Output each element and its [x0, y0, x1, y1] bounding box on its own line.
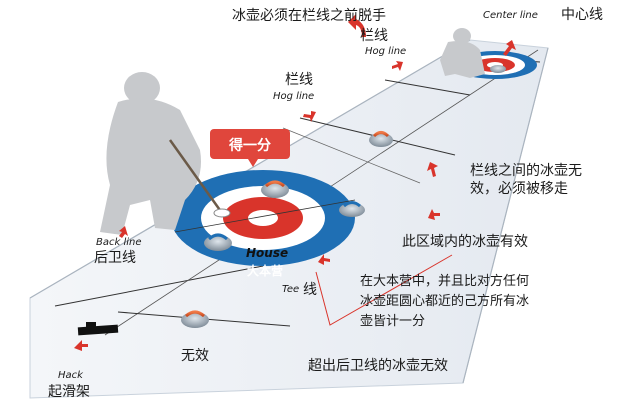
near-house: [171, 170, 356, 266]
stone-right-house: [339, 201, 365, 217]
hack: [77, 322, 119, 336]
tee-cn: 线: [303, 282, 317, 298]
hack-cn: 起滑架: [48, 383, 90, 400]
score-badge: 得一分: [210, 129, 290, 167]
release-rule-label: 冰壶必须在栏线之前脱手: [232, 7, 386, 24]
player-far-silhouette: [440, 28, 485, 78]
center-line-en: Center line: [483, 10, 538, 21]
hack-en: Hack: [58, 370, 84, 381]
hog-line-far-cn: 栏线: [360, 28, 388, 44]
stone-top-center: [261, 180, 289, 198]
tee-en: Tee: [282, 284, 299, 295]
center-line-cn: 中心线: [561, 7, 603, 23]
arrow-back-line: [119, 226, 128, 238]
arrow-hog-far: [392, 61, 403, 71]
arrow-hog-near: [303, 111, 316, 122]
scoring-rule-3: 壶皆计一分: [360, 314, 425, 329]
stone-between-hog: [369, 131, 393, 147]
back-line-en: Back line: [96, 237, 142, 248]
invalid-label: 无效: [181, 348, 209, 364]
house-label-cn: 大本营: [247, 263, 283, 278]
stone-invalid: [181, 310, 209, 328]
between-hog-line-2: 效，必须被移走: [470, 181, 568, 197]
arrow-valid-zone: [428, 209, 440, 220]
broom-near: [168, 139, 224, 214]
hog-line-far-en: Hog line: [365, 46, 406, 57]
arrow-release-rule: [348, 14, 366, 37]
hog-line-near-en: Hog line: [273, 91, 314, 102]
beyond-back-line-label: 超出后卫线的冰壶无效: [308, 358, 448, 374]
arrow-hack: [74, 340, 88, 351]
hog-line-far: [384, 79, 471, 96]
stone-far: [490, 65, 506, 73]
arrow-center-line: [503, 40, 516, 56]
hog-line-near-cn: 栏线: [285, 72, 313, 88]
score-badge-text: 得一分: [228, 137, 271, 154]
valid-zone-label: 此区域内的冰壶有效: [402, 234, 528, 250]
back-line-cn: 后卫线: [94, 250, 136, 266]
stone-left-house: [204, 233, 232, 251]
sheet-divider: [282, 127, 421, 184]
house-label-en: House: [246, 246, 288, 260]
scoring-rule-2: 冰壶距圆心都近的己方所有冰: [360, 293, 529, 309]
arrow-tee: [318, 254, 330, 265]
arrow-between-hog: [427, 162, 438, 177]
scoring-rule-1: 在大本营中，并且比对方任何: [360, 273, 529, 289]
between-hog-line-1: 栏线之间的冰壶无: [470, 163, 582, 179]
valid-zone-bracket: [315, 254, 453, 326]
back-line-near: [54, 265, 264, 307]
player-near-silhouette: [100, 72, 201, 235]
